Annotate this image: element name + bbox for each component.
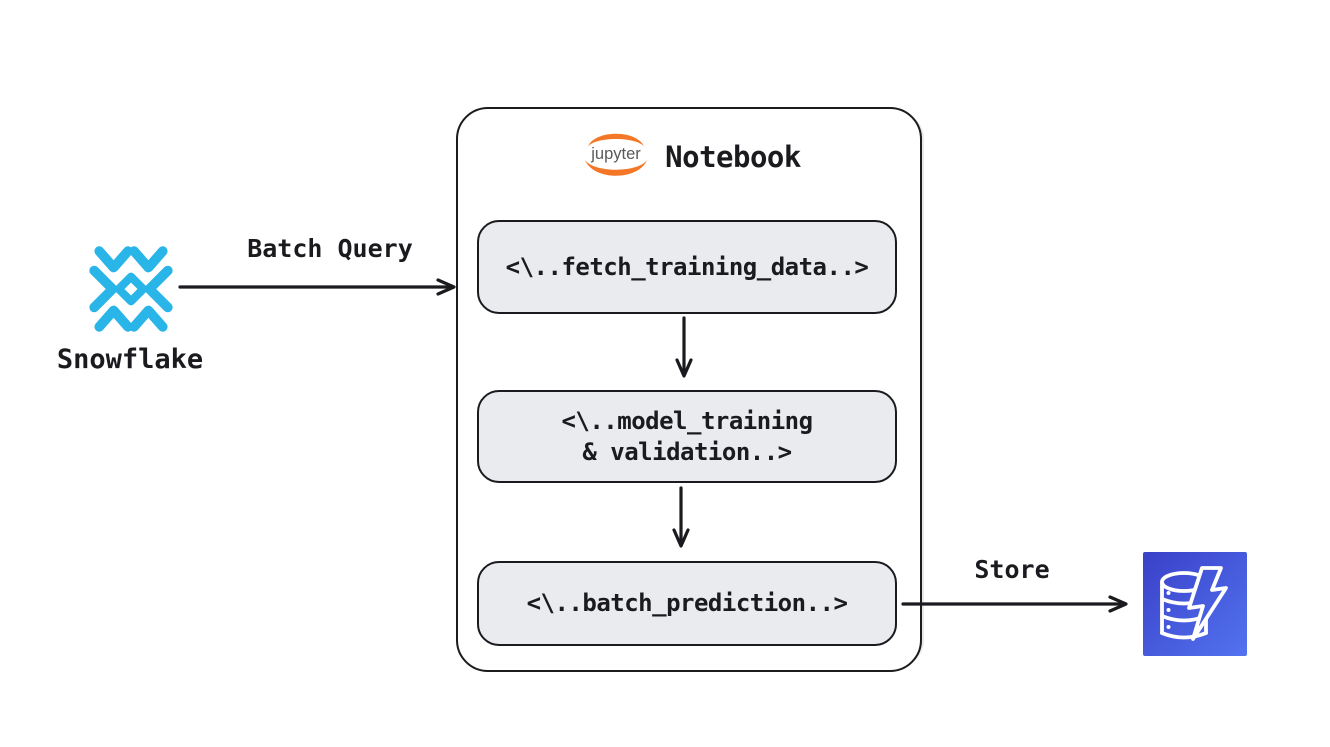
notebook-cell: <\..model_training & validation..>	[477, 390, 897, 483]
snowflake-label: Snowflake	[56, 344, 204, 375]
notebook-cell: <\..batch_prediction..>	[477, 561, 897, 646]
store-label: Store	[974, 555, 1050, 584]
dynamodb-icon	[1143, 552, 1247, 656]
notebook-cell: <\..fetch_training_data..>	[477, 220, 897, 314]
jupyter-logo-text: jupyter	[590, 145, 641, 163]
jupyter-notebook-container: jupyter Notebook <\..fetch_training_data…	[456, 107, 922, 672]
batch-query-label: Batch Query	[247, 234, 413, 263]
batch-query-arrow	[178, 278, 456, 296]
cell-code-text: <\..fetch_training_data..>	[505, 252, 869, 281]
notebook-header: jupyter Notebook	[458, 126, 920, 188]
store-arrow	[901, 595, 1128, 613]
notebook-title: Notebook	[665, 140, 801, 174]
snowflake-icon	[86, 244, 176, 334]
cell-code-text: <\..batch_prediction..>	[526, 589, 848, 618]
cell-code-text: <\..model_training & validation..>	[561, 406, 813, 466]
jupyter-logo-icon: jupyter	[577, 126, 655, 188]
